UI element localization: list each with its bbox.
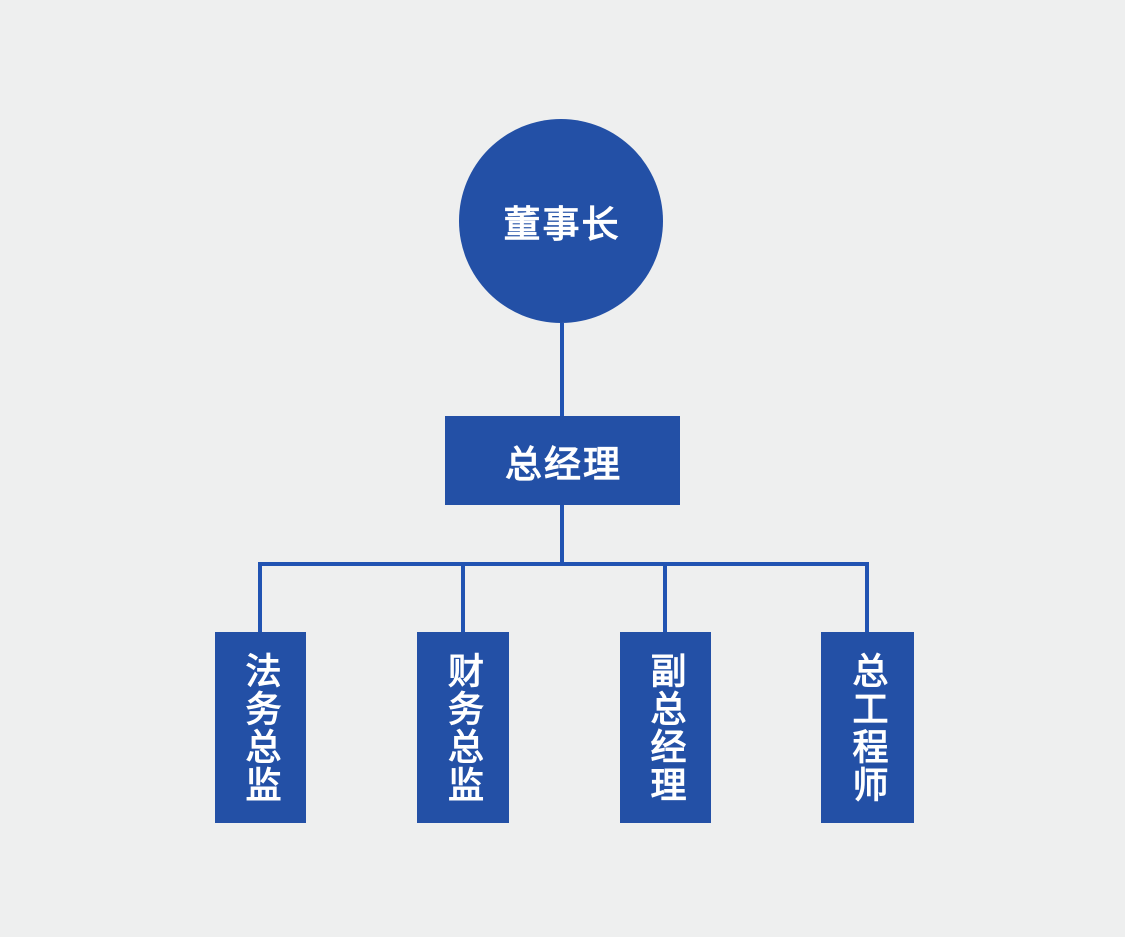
node-legal-director-label: 法务总监 [240,651,282,804]
node-legal-director[interactable]: 法务总监 [215,632,306,823]
node-chief-engineer[interactable]: 总工程师 [821,632,914,823]
connector-drop-chief-engineer [865,562,869,633]
connector-root-to-manager [560,323,564,418]
connector-branch-line [258,562,869,566]
node-general-manager[interactable]: 总经理 [445,416,680,505]
connector-drop-finance-director [461,562,465,633]
node-chairman[interactable]: 董事长 [459,119,663,323]
node-deputy-general-manager-label: 副总经理 [645,651,687,804]
node-chairman-label: 董事长 [503,204,621,245]
node-chief-engineer-label: 总工程师 [847,651,889,804]
node-general-manager-label: 总经理 [505,443,622,485]
connector-drop-legal-director [258,562,262,633]
node-finance-director-label: 财务总监 [443,651,484,804]
connector-drop-deputy-general-manager [663,562,667,633]
connector-manager-stub [560,505,564,565]
node-finance-director[interactable]: 财务总监 [417,632,509,823]
node-deputy-general-manager[interactable]: 副总经理 [620,632,711,823]
